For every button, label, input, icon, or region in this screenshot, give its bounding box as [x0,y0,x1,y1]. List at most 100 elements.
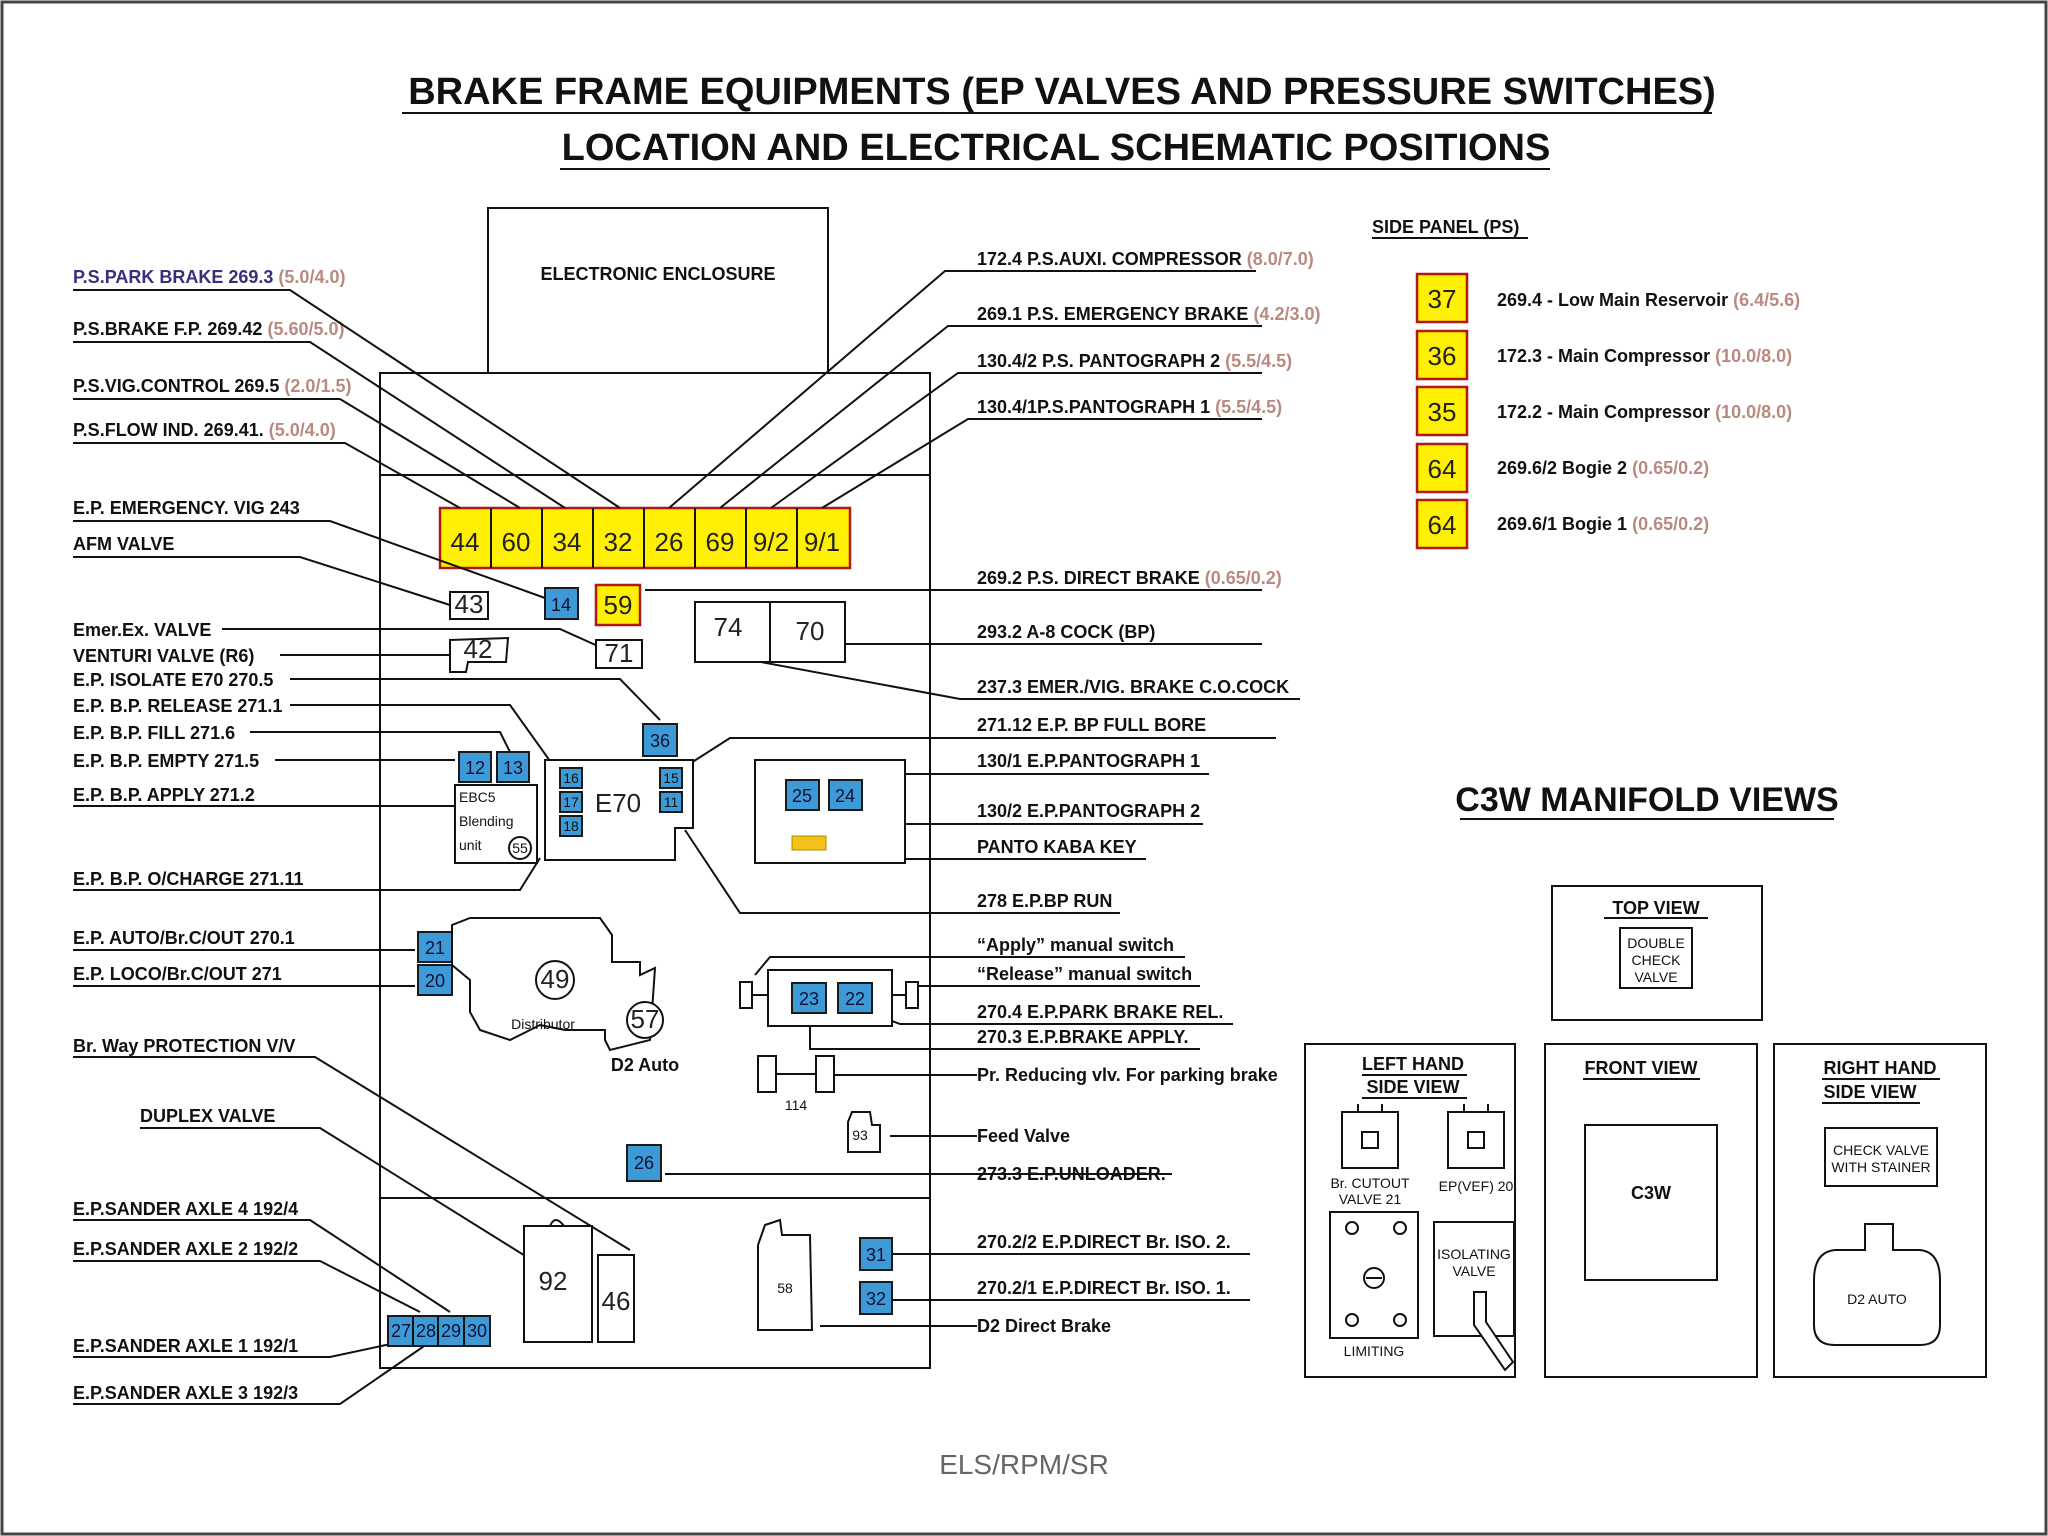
svg-text:25: 25 [792,786,812,806]
left-label-flow-ind: P.S.FLOW IND. 269.41. (5.0/4.0) [73,420,336,440]
ep-valve-18 [559,815,583,837]
top-switch-34: 34 [553,527,582,557]
side-item-bogie-1: 269.6/1 Bogie 1 (0.65/0.2) [1497,514,1709,534]
d2-auto-valve-label: D2 AUTO [1847,1291,1907,1307]
svg-text:42: 42 [464,634,493,664]
right-view-label-1: RIGHT HAND [1824,1058,1937,1078]
left-label-brway-protection: Br. Way PROTECTION V/V [73,1036,295,1056]
left-label-ep-emergency: E.P. EMERGENCY. VIG 243 [73,498,300,518]
left-label-isolate-e70: E.P. ISOLATE E70 270.5 [73,670,273,690]
release-manual-switch[interactable] [905,981,919,1009]
right-label-d2-direct-brake: D2 Direct Brake [977,1316,1111,1336]
left-label-brake-fp: P.S.BRAKE F.P. 269.42 (5.60/5.0) [73,319,345,339]
ep-park-brake-22 [837,982,873,1014]
svg-text:26: 26 [634,1153,654,1173]
svg-text:LIMITING: LIMITING [1344,1343,1405,1359]
top-switch-69: 69 [706,527,735,557]
svg-text:43: 43 [455,589,484,619]
side-panel: SIDE PANEL (PS) 37 269.4 - Low Main Rese… [1372,217,1800,550]
svg-text:15: 15 [663,770,679,786]
right-label-bp-full-bore: 271.12 E.P. BP FULL BORE [977,715,1206,735]
svg-text:WITH STAINER: WITH STAINER [1831,1159,1930,1175]
feed-valve-body [847,1111,881,1153]
sander-29: 29 [441,1321,461,1341]
d2-auto-label: D2 Auto [611,1055,679,1075]
left-labels: P.S.PARK BRAKE 269.3 (5.0/4.0) P.S.BRAKE… [73,267,351,1403]
ep-pantograph-25 [785,779,820,811]
right-leader-lines [645,270,1300,1327]
right-labels: 172.4 P.S.AUXI. COMPRESSOR (8.0/7.0) 269… [977,249,1320,1336]
afm-valve-43 [449,591,489,620]
side-item-main-compressor-1723: 172.3 - Main Compressor (10.0/8.0) [1497,346,1792,366]
right-label-pantograph-1: 130.4/1P.S.PANTOGRAPH 1 (5.5/4.5) [977,397,1282,417]
side-item-main-compressor-1722: 172.2 - Main Compressor (10.0/8.0) [1497,402,1792,422]
duplex-valve-92 [523,1225,593,1343]
ep-pantograph-24 [828,779,863,811]
panto-kaba-key-icon [791,835,827,851]
ep-park-brake-23 [791,982,827,1014]
svg-text:DOUBLE: DOUBLE [1627,935,1685,951]
svg-text:36: 36 [1428,341,1457,371]
top-view-label: TOP VIEW [1612,898,1699,918]
top-switch-9-1: 9/1 [804,527,840,557]
left-label-sander-1: E.P.SANDER AXLE 1 192/1 [73,1336,298,1356]
front-view-label: FRONT VIEW [1585,1058,1698,1078]
svg-text:14: 14 [551,595,571,615]
svg-text:23: 23 [799,989,819,1009]
frame-components: 14 59 43 42 71 74 70 36 12 13 EBC5 Blend… [387,583,919,1347]
svg-text:58: 58 [777,1280,793,1296]
right-label-ep-pantograph-1: 130/1 E.P.PANTOGRAPH 1 [977,751,1200,771]
svg-text:55: 55 [512,840,528,856]
left-label-sander-4: E.P.SANDER AXLE 4 192/4 [73,1199,298,1219]
svg-text:93: 93 [852,1127,868,1143]
footer-label: ELS/RPM/SR [939,1449,1109,1480]
svg-text:VALVE 21: VALVE 21 [1339,1191,1402,1207]
left-label-sander-3: E.P.SANDER AXLE 3 192/3 [73,1383,298,1403]
svg-text:64: 64 [1428,510,1457,540]
brway-protection-46 [597,1254,635,1343]
right-label-apply-switch: “Apply” manual switch [977,935,1174,955]
side-item-bogie-2: 269.6/2 Bogie 2 (0.65/0.2) [1497,458,1709,478]
side-panel-title: SIDE PANEL (PS) [1372,217,1519,237]
right-label-panto-kaba-key: PANTO KABA KEY [977,837,1137,857]
right-label-auxi-compressor: 172.4 P.S.AUXI. COMPRESSOR (8.0/7.0) [977,249,1314,269]
side-switch-37 [1415,272,1469,324]
apply-manual-switch[interactable] [739,981,753,1009]
c3w-manifold-views: C3W MANIFOLD VIEWS TOP VIEW DOUBLE CHECK… [1304,781,1987,1378]
ep-direct-iso-31 [859,1237,893,1271]
top-switch-26: 26 [655,527,684,557]
svg-text:CHECK: CHECK [1631,952,1681,968]
svg-text:13: 13 [503,758,523,778]
d2-auto-57-circle [626,1001,664,1039]
left-label-vig-control: P.S.VIG.CONTROL 269.5 (2.0/1.5) [73,376,351,396]
component-55-circle [508,836,532,860]
svg-text:35: 35 [1428,397,1457,427]
right-label-emergency-brake: 269.1 P.S. EMERGENCY BRAKE (4.2/3.0) [977,304,1320,324]
pr-reducing-left [757,1055,777,1093]
svg-text:59: 59 [604,590,633,620]
left-leader-lines [73,289,661,1405]
right-label-emer-vig-cock: 237.3 EMER./VIG. BRAKE C.O.COCK [977,677,1289,697]
svg-text:Br. CUTOUT: Br. CUTOUT [1330,1175,1410,1191]
svg-text:Blending: Blending [459,813,514,829]
svg-text:36: 36 [650,731,670,751]
svg-text:12: 12 [465,758,485,778]
right-label-feed-valve: Feed Valve [977,1126,1070,1146]
left-label-bp-apply: E.P. B.P. APPLY 271.2 [73,785,255,805]
svg-text:22: 22 [845,989,865,1009]
component-70: 70 [796,616,825,646]
svg-text:ISOLATING: ISOLATING [1437,1246,1511,1262]
right-label-direct-iso-2: 270.2/2 E.P.DIRECT Br. ISO. 2. [977,1232,1231,1252]
right-label-a8-cock: 293.2 A-8 COCK (BP) [977,622,1155,642]
left-label-emer-ex: Emer.Ex. VALVE [73,620,211,640]
pressure-switch-59 [594,583,642,627]
d2-auto-valve-body [1813,1223,1941,1346]
svg-text:18: 18 [563,818,579,834]
ep-isolate-36 [642,723,678,757]
c3w-body [1584,1124,1718,1281]
ep-valve-16 [559,767,583,789]
e70-label: E70 [595,788,641,818]
left-view-label-1: LEFT HAND [1362,1054,1464,1074]
